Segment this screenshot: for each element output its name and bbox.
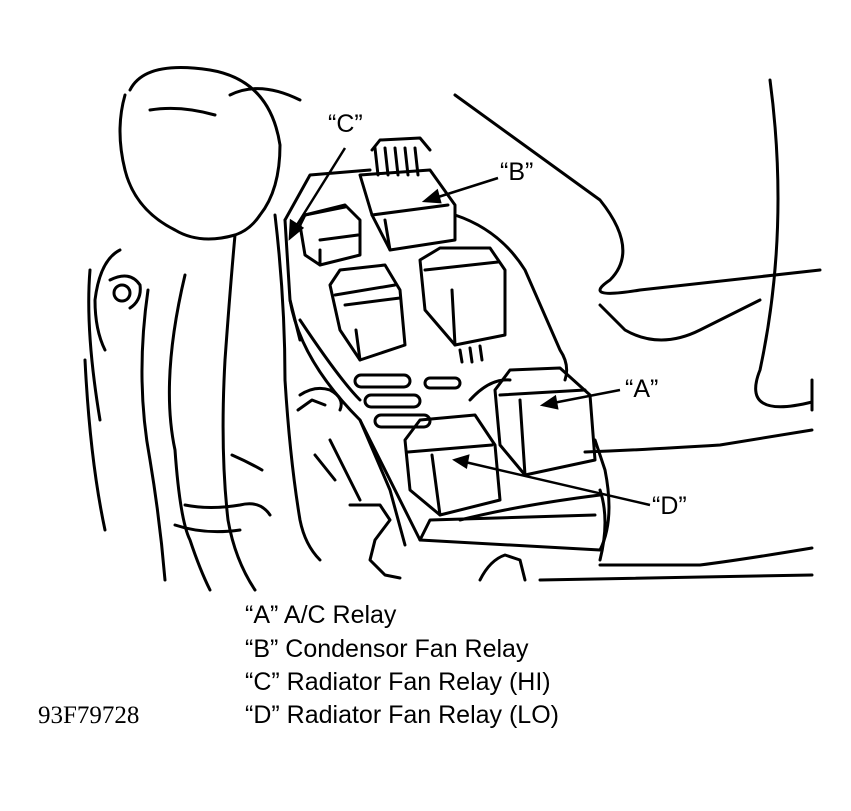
leader-line-d: [464, 460, 651, 507]
legend-item-a: “A” A/C Relay: [245, 601, 397, 629]
relay-center-left: [328, 263, 407, 362]
relay-b: [358, 136, 457, 252]
relay-box-housing: [283, 168, 611, 582]
leader-line-b: [434, 176, 499, 200]
legend-item-b: “B” Condensor Fan Relay: [245, 635, 529, 663]
fuse-slots: [353, 373, 462, 429]
relay-d: [403, 413, 502, 517]
callout-a-label: “A”: [625, 375, 659, 403]
callout-d-label: “D”: [652, 492, 687, 520]
radiator-hose: [83, 66, 322, 592]
arrowhead-d: [452, 454, 470, 470]
leader-line-c: [293, 147, 347, 229]
legend-item-c: “C” Radiator Fan Relay (HI): [245, 668, 551, 696]
leader-line-a: [552, 388, 621, 405]
legend-item-d: “D” Radiator Fan Relay (LO): [245, 701, 559, 729]
callout-c-label: “C”: [328, 110, 363, 138]
callout-b-label: “B”: [500, 158, 534, 186]
arrowhead-a: [539, 394, 559, 410]
figure-id: 93F79728: [38, 702, 140, 729]
arrowhead-c: [288, 218, 305, 241]
relay-a: [468, 366, 597, 477]
relay-center-right: [418, 246, 507, 364]
arrowhead-b: [421, 188, 442, 204]
relay-c: [298, 203, 362, 267]
